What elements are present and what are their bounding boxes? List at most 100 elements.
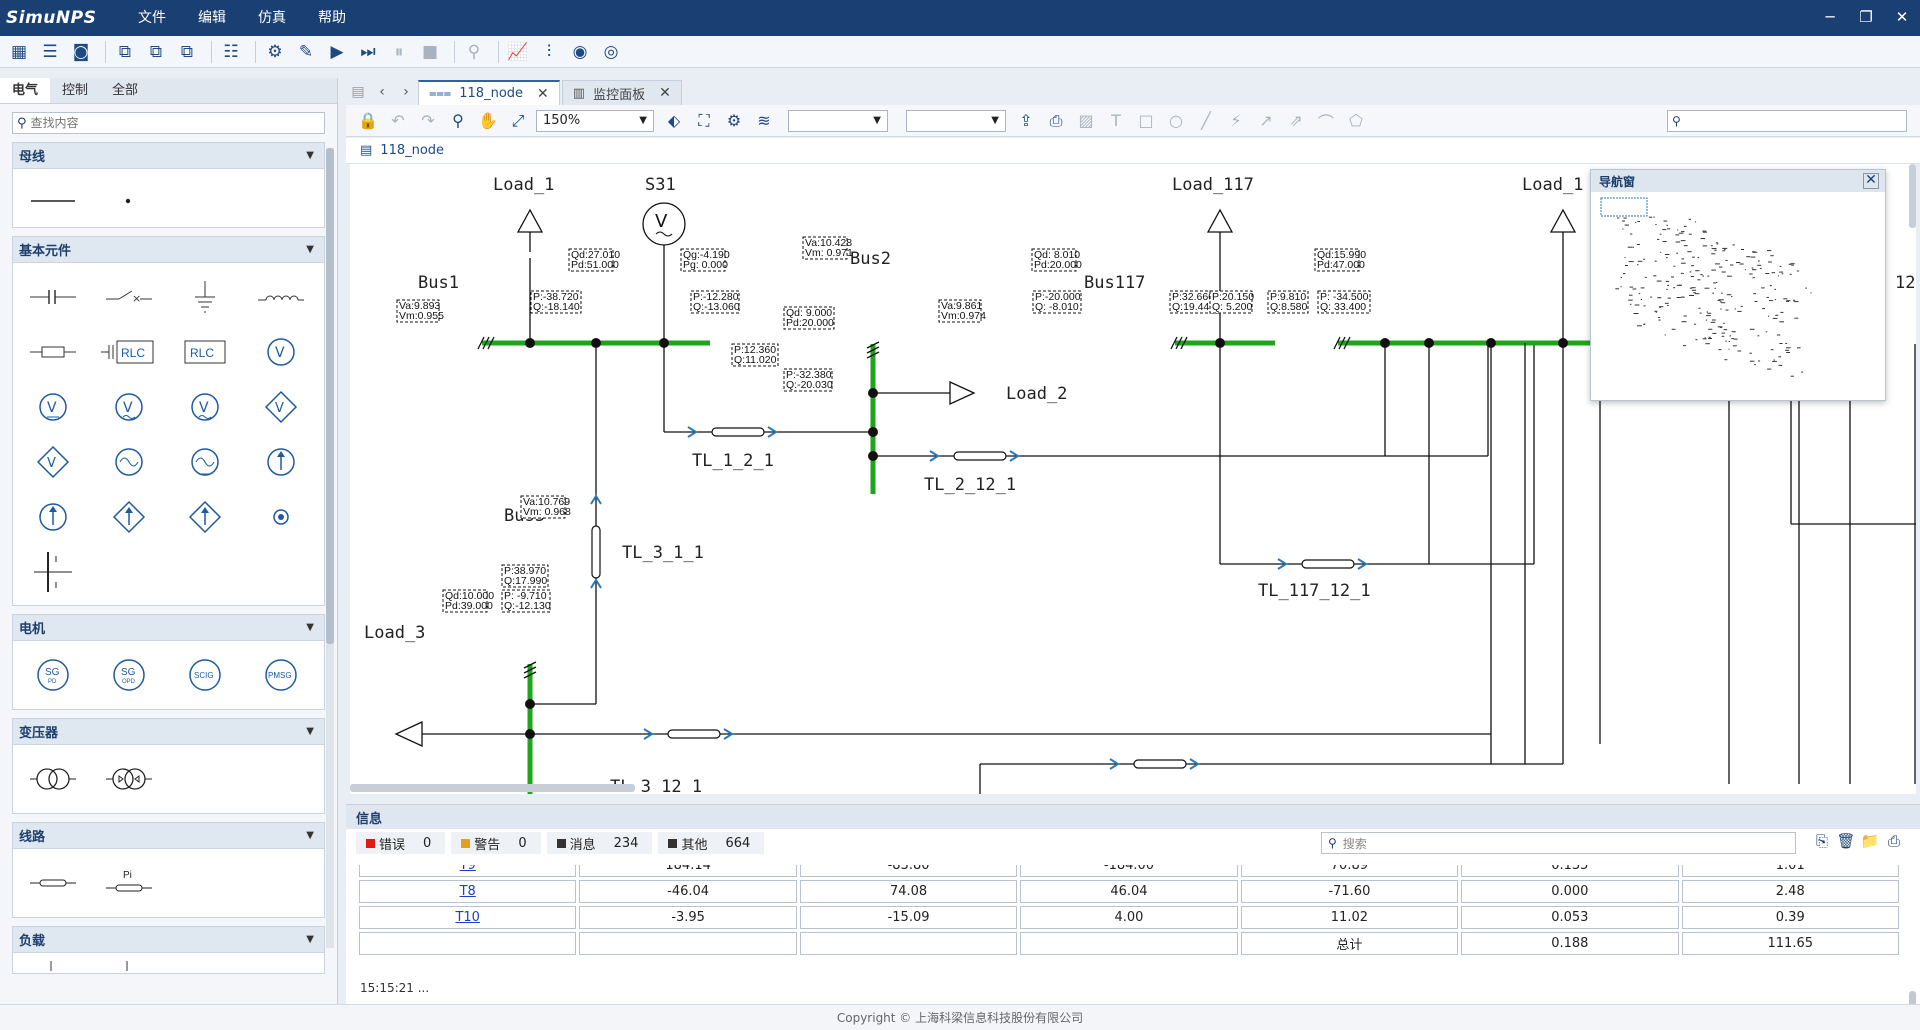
back-arrow-icon[interactable]: ‹ [379,83,385,100]
line-width-select[interactable]: ▼ [906,109,1006,132]
pan-hand-icon[interactable]: ✋ [478,111,498,130]
export-icon[interactable]: ⇪ [1019,111,1033,130]
tune-icon[interactable]: ⫶ [546,41,552,62]
line-icon[interactable]: ╱ [1201,111,1211,130]
panel-icon[interactable]: ◙ [72,41,90,62]
tab-electrical[interactable]: 电气 [0,78,51,103]
transformer-phase-icon[interactable] [91,751,167,807]
ground-icon[interactable] [167,269,243,324]
edit-icon[interactable]: ✎ [298,41,314,62]
redo-icon[interactable]: ↷ [421,111,435,130]
element-link[interactable]: T8 [459,884,476,899]
tab-monitor-panel[interactable]: ▥ 监控面板 ✕ [561,80,682,105]
close-tab-icon[interactable]: ✕ [659,85,671,101]
fit-view-icon[interactable]: ⤢ [511,110,525,130]
menu-file[interactable]: 文件 [138,10,166,26]
close-icon[interactable]: ✕ [1863,173,1879,189]
library-scrollbar[interactable] [326,148,334,948]
tag-icon[interactable]: ⬖ [667,111,681,130]
rectangle-icon[interactable]: □ [1138,111,1154,130]
pmsg-icon[interactable]: PMSG [243,647,319,703]
inductor-icon[interactable] [243,269,319,324]
print-icon[interactable]: ⎙ [1887,832,1900,850]
bus-bar-icon[interactable] [15,544,91,599]
run-icon[interactable]: ▶ [330,41,344,62]
table-cell[interactable]: T8 [359,880,577,903]
section-header-basic[interactable]: 基本元件▼ [13,237,324,263]
forward-arrow-icon[interactable]: › [403,83,409,100]
section-header-load[interactable]: 负载▼ [13,927,324,953]
table-cell[interactable]: T9 [359,865,577,877]
navigator-minimap[interactable] [1591,192,1887,400]
dc-voltage-source-icon[interactable]: V [15,379,91,434]
polyline-icon[interactable]: ⚡ [1230,111,1242,130]
new-model-icon[interactable]: ⧉ [118,41,132,62]
fullscreen-icon[interactable]: ⛶ [698,110,710,130]
library-search[interactable]: ⚲ [12,112,325,134]
menu-edit[interactable]: 编辑 [198,10,226,26]
section-header-line[interactable]: 线路▼ [13,823,324,849]
monitor-icon[interactable]: ◉ [572,41,588,62]
lock-icon[interactable]: 🔒 [358,111,378,130]
zoom-select[interactable]: 150%▼ [536,109,654,132]
chart-icon[interactable]: 📈 [507,41,529,62]
delete-icon[interactable]: 🗑 [1836,832,1856,850]
controlled-ac-source-icon[interactable]: V [15,434,91,489]
arrow-icon[interactable]: ↗ [1259,111,1273,130]
headset-icon[interactable]: ◎ [603,41,619,62]
close-tab-icon[interactable]: ✕ [537,85,549,102]
pi-line-icon[interactable]: Pi [91,855,167,911]
pause-icon[interactable]: ⏸ [394,41,404,62]
section-header-motor[interactable]: 电机▼ [13,615,324,641]
open-model-icon[interactable]: ⧉ [149,41,163,62]
tab-118-node[interactable]: ⩶ 118_node ✕ [418,80,560,105]
section-header-bus[interactable]: 母线▼ [13,143,324,169]
image-icon[interactable]: ▨ [1078,111,1094,130]
menu-help[interactable]: 帮助 [318,10,346,26]
section-header-transformer[interactable]: 变压器▼ [13,719,324,745]
three-phase-source-icon[interactable]: V [167,379,243,434]
list-view-icon[interactable]: ☰ [42,41,58,62]
scig-icon[interactable]: SCIG [167,647,243,703]
capacitor-icon[interactable] [15,269,91,324]
transformer-2w-icon[interactable] [15,751,91,807]
ac-source-3ph-icon[interactable] [167,434,243,489]
close-icon[interactable]: ✕ [1895,8,1909,26]
save-model-icon[interactable]: ⧉ [180,41,194,62]
settings-slider-icon[interactable]: ☷ [223,41,239,62]
polygon-icon[interactable]: ⬠ [1349,111,1363,130]
step-icon[interactable]: ⏭ [360,41,376,62]
info-search[interactable]: ⚲搜索 [1321,832,1796,854]
canvas-vscrollbar[interactable] [1909,164,1916,228]
diagram-canvas[interactable]: V Load_1 S31 Load_117 Load_1 Bus1 Bus2 B… [350,164,1916,794]
library-search-input[interactable] [30,116,311,130]
transmission-line-icon[interactable] [15,855,91,911]
copy-icon[interactable]: ⎘ [1815,832,1828,850]
stop-icon[interactable]: ■ [421,41,439,62]
canvas-search[interactable]: ⚲ [1667,110,1907,132]
canvas-hscrollbar[interactable] [350,784,635,792]
print-icon[interactable]: ⎙ [1049,110,1063,130]
element-link[interactable]: T9 [459,865,476,873]
minimize-icon[interactable]: ─ [1825,8,1835,26]
controlled-current-source-icon[interactable] [91,489,167,544]
line-style-select[interactable]: ▼ [788,109,888,132]
connect-icon[interactable]: ⚲ [467,41,481,62]
poly-arrow-icon[interactable]: ⇗ [1289,111,1303,130]
current-source-icon[interactable] [243,434,319,489]
arc-icon[interactable]: ⌒ [1317,112,1334,132]
rlc-series-icon[interactable]: RLC [91,324,167,379]
tab-all[interactable]: 全部 [112,83,139,98]
ac-source-icon[interactable] [91,434,167,489]
resistor-icon[interactable] [15,324,91,379]
rlc-parallel-icon[interactable]: RLC [167,324,243,379]
tab-control[interactable]: 控制 [62,83,89,98]
table-cell[interactable]: T10 [359,906,577,929]
controlled-current-source-2-icon[interactable] [167,489,243,544]
